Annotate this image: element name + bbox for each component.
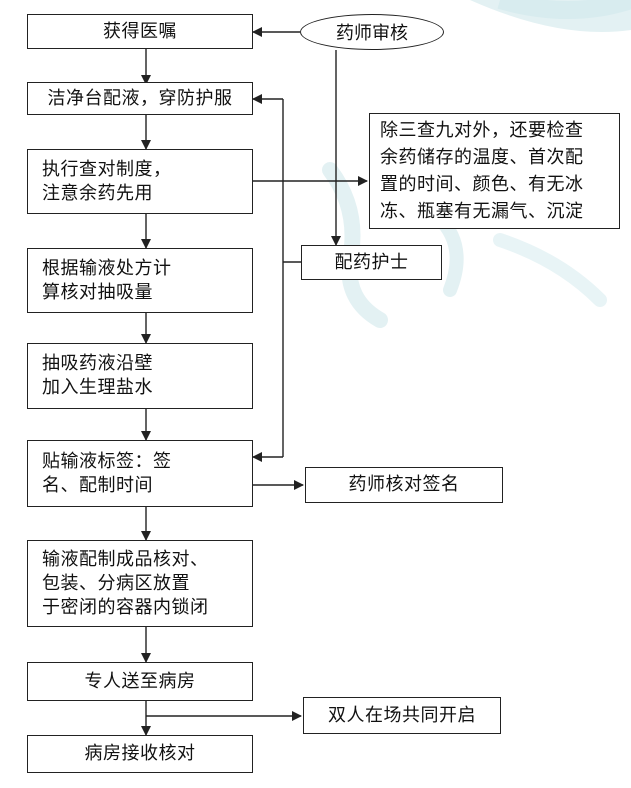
pharmacist-review-ellipse: 药师审核 <box>300 14 444 50</box>
step-package: 输液配制成品核对、 包装、分病区放置 于密闭的容器内锁闭 <box>27 540 253 627</box>
step-get-order: 获得医嘱 <box>27 14 253 49</box>
pharmacist-sign-box: 药师核对签名 <box>305 467 503 503</box>
dispensing-nurse-box: 配药护士 <box>301 245 442 280</box>
dual-open-box: 双人在场共同开启 <box>303 697 501 734</box>
step-draw-liquid: 抽吸药液沿壁 加入生理盐水 <box>27 343 253 409</box>
step-receive: 病房接收核对 <box>27 735 253 773</box>
step-deliver: 专人送至病房 <box>27 662 253 701</box>
step-check-system: 执行查对制度， 注意余药先用 <box>27 149 253 214</box>
check-note-box: 除三查九对外，还要检查 余药储存的温度、首次配 置的时间、颜色、有无冰 冻、瓶塞… <box>369 113 620 229</box>
step-clean-bench: 洁净台配液，穿防护服 <box>27 82 253 115</box>
step-calc-dose: 根据输液处方计 算核对抽吸量 <box>27 248 253 313</box>
step-label: 贴输液标签：签 名、配制时间 <box>27 440 253 507</box>
